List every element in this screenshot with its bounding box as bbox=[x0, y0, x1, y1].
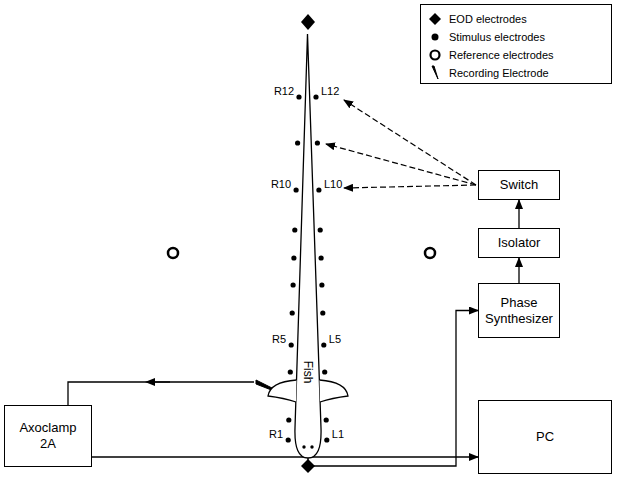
legend-label: Reference electrodes bbox=[449, 50, 554, 61]
stimulus-electrode bbox=[322, 369, 327, 374]
box-text-group: Isolator bbox=[498, 235, 541, 251]
box-text-group: Phase Synthesizer bbox=[484, 295, 554, 326]
electrode-label: L1 bbox=[332, 429, 344, 440]
stimulus-electrode bbox=[318, 227, 323, 232]
legend-box: EOD electrodesStimulus electrodesReferen… bbox=[420, 4, 612, 84]
stimulus-electrode bbox=[286, 417, 291, 422]
electrode-label: R10 bbox=[271, 179, 291, 190]
recording-wire bbox=[68, 382, 254, 405]
electrode-label: R1 bbox=[269, 429, 283, 440]
computer-box: PC bbox=[478, 400, 612, 474]
amplifier-box: Axoclamp 2A bbox=[4, 405, 92, 467]
legend-label: Stimulus electrodes bbox=[449, 32, 545, 43]
fish-body-outline bbox=[295, 34, 321, 458]
stimulus-electrode bbox=[296, 94, 301, 99]
stimulus-wire bbox=[326, 144, 476, 185]
isolator-box: Isolator bbox=[478, 228, 560, 258]
reference-electrode bbox=[168, 248, 178, 258]
electrode-label: R5 bbox=[272, 334, 286, 345]
signal-connector bbox=[92, 456, 478, 457]
stimulus-electrode bbox=[289, 342, 294, 347]
legend-eod-sample bbox=[429, 13, 441, 25]
stimulus-wire bbox=[344, 100, 476, 185]
eod-electrode bbox=[301, 14, 315, 30]
box-label: Axoclamp 2A bbox=[10, 420, 86, 451]
stimulus-wire bbox=[344, 185, 476, 188]
box-text-group: Switch bbox=[500, 177, 538, 193]
stimulus-electrode bbox=[319, 255, 324, 260]
electrode-label: L10 bbox=[324, 179, 342, 190]
signal-connector bbox=[518, 200, 519, 228]
stimulus-electrode bbox=[319, 282, 324, 287]
stimulus-electrode bbox=[316, 187, 321, 192]
box-label: Phase Synthesizer bbox=[484, 295, 554, 326]
fish-eye bbox=[302, 445, 305, 448]
switch-box: Switch bbox=[478, 170, 560, 200]
box-text-group: PC bbox=[536, 429, 554, 445]
stimulus-electrode bbox=[291, 255, 296, 260]
electrode-label: L12 bbox=[321, 86, 339, 97]
box-label: Switch bbox=[500, 177, 538, 193]
fish-eye bbox=[310, 445, 313, 448]
fish-label: Fish bbox=[302, 361, 314, 384]
electrode-label: L5 bbox=[329, 334, 341, 345]
box-label: PC bbox=[536, 429, 554, 445]
stimulus-electrode bbox=[294, 187, 299, 192]
stimulus-electrode bbox=[324, 437, 329, 442]
signal-connector bbox=[308, 311, 478, 467]
stimulus-electrode bbox=[313, 94, 318, 99]
stimulus-electrode bbox=[295, 140, 300, 145]
fish-fin bbox=[268, 380, 297, 402]
phase-synthesizer-box: Phase Synthesizer bbox=[478, 283, 560, 338]
legend-label: Recording Electrode bbox=[449, 68, 549, 79]
legend-reference-sample bbox=[431, 51, 440, 60]
stimulus-electrode bbox=[288, 369, 293, 374]
stimulus-electrode bbox=[290, 310, 295, 315]
legend-stimulus-sample bbox=[432, 34, 439, 41]
stimulus-electrode bbox=[292, 227, 297, 232]
stimulus-electrode bbox=[291, 282, 296, 287]
reference-electrode bbox=[425, 248, 435, 258]
signal-connector bbox=[518, 258, 519, 283]
electrode-label: R12 bbox=[274, 86, 294, 97]
stimulus-electrode bbox=[286, 437, 291, 442]
box-text-group: Axoclamp 2A bbox=[10, 420, 86, 451]
stimulus-electrode bbox=[320, 310, 325, 315]
stimulus-electrode bbox=[315, 140, 320, 145]
legend-recording-sample bbox=[432, 66, 438, 79]
recording-wire-arrow bbox=[150, 381, 170, 382]
stimulus-electrode bbox=[324, 417, 329, 422]
stimulus-electrode bbox=[321, 342, 326, 347]
box-label: Isolator bbox=[498, 235, 541, 251]
fish-fin bbox=[320, 380, 349, 402]
legend-label: EOD electrodes bbox=[449, 14, 527, 25]
